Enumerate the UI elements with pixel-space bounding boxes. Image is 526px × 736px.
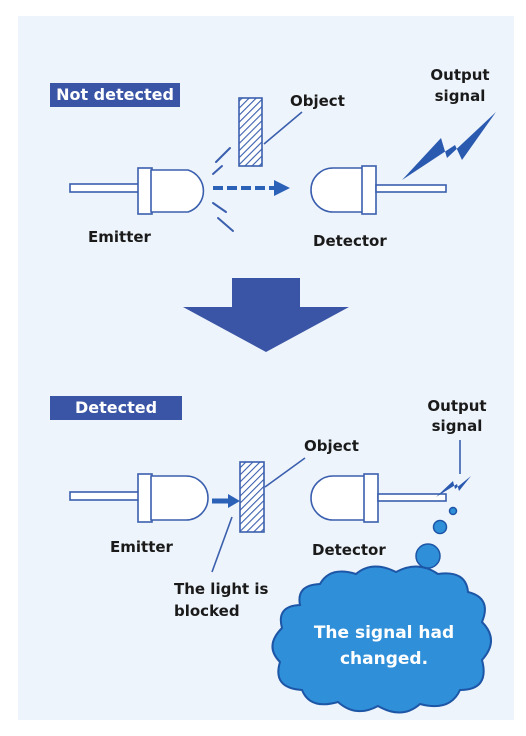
blocked-label-2: blocked: [174, 602, 240, 620]
top-object: [238, 97, 263, 167]
speech-cloud: [271, 565, 492, 714]
cloud-line-2: changed.: [339, 649, 429, 669]
transition-arrow: [183, 278, 349, 352]
top-beam-arrow: [213, 180, 290, 196]
bottom-output-label-2: signal: [431, 417, 483, 435]
detected-badge: Detected: [50, 396, 182, 420]
top-emitter: [69, 167, 205, 215]
top-output-label-2: signal: [434, 87, 486, 105]
top-output-signal: [402, 112, 496, 180]
top-emitter-label: Emitter: [88, 228, 151, 246]
top-object-label: Object: [290, 92, 345, 110]
top-detector-label: Detector: [313, 232, 387, 250]
top-light-rays: [212, 147, 234, 232]
bottom-emitter: [69, 473, 209, 523]
bottom-object-label: Object: [304, 437, 359, 455]
top-object-leader: [263, 111, 303, 145]
bottom-beam-arrow: [212, 494, 240, 508]
cloud-line-1: The signal had: [313, 623, 455, 643]
blocked-leader: [211, 516, 233, 573]
top-output-label-1: Output: [430, 66, 490, 84]
bottom-detector-label: Detector: [312, 541, 386, 559]
cloud-message: The signal had changed.: [296, 620, 472, 672]
bottom-output-label-1: Output: [427, 397, 487, 415]
top-detector: [310, 165, 447, 215]
bottom-emitter-label: Emitter: [110, 538, 173, 556]
bottom-object: [239, 461, 265, 533]
thought-bubbles: [415, 506, 458, 569]
blocked-label-1: The light is: [174, 580, 269, 598]
bottom-detector: [310, 473, 447, 523]
not-detected-badge: Not detected: [50, 83, 180, 107]
bottom-object-leader: [264, 457, 306, 488]
